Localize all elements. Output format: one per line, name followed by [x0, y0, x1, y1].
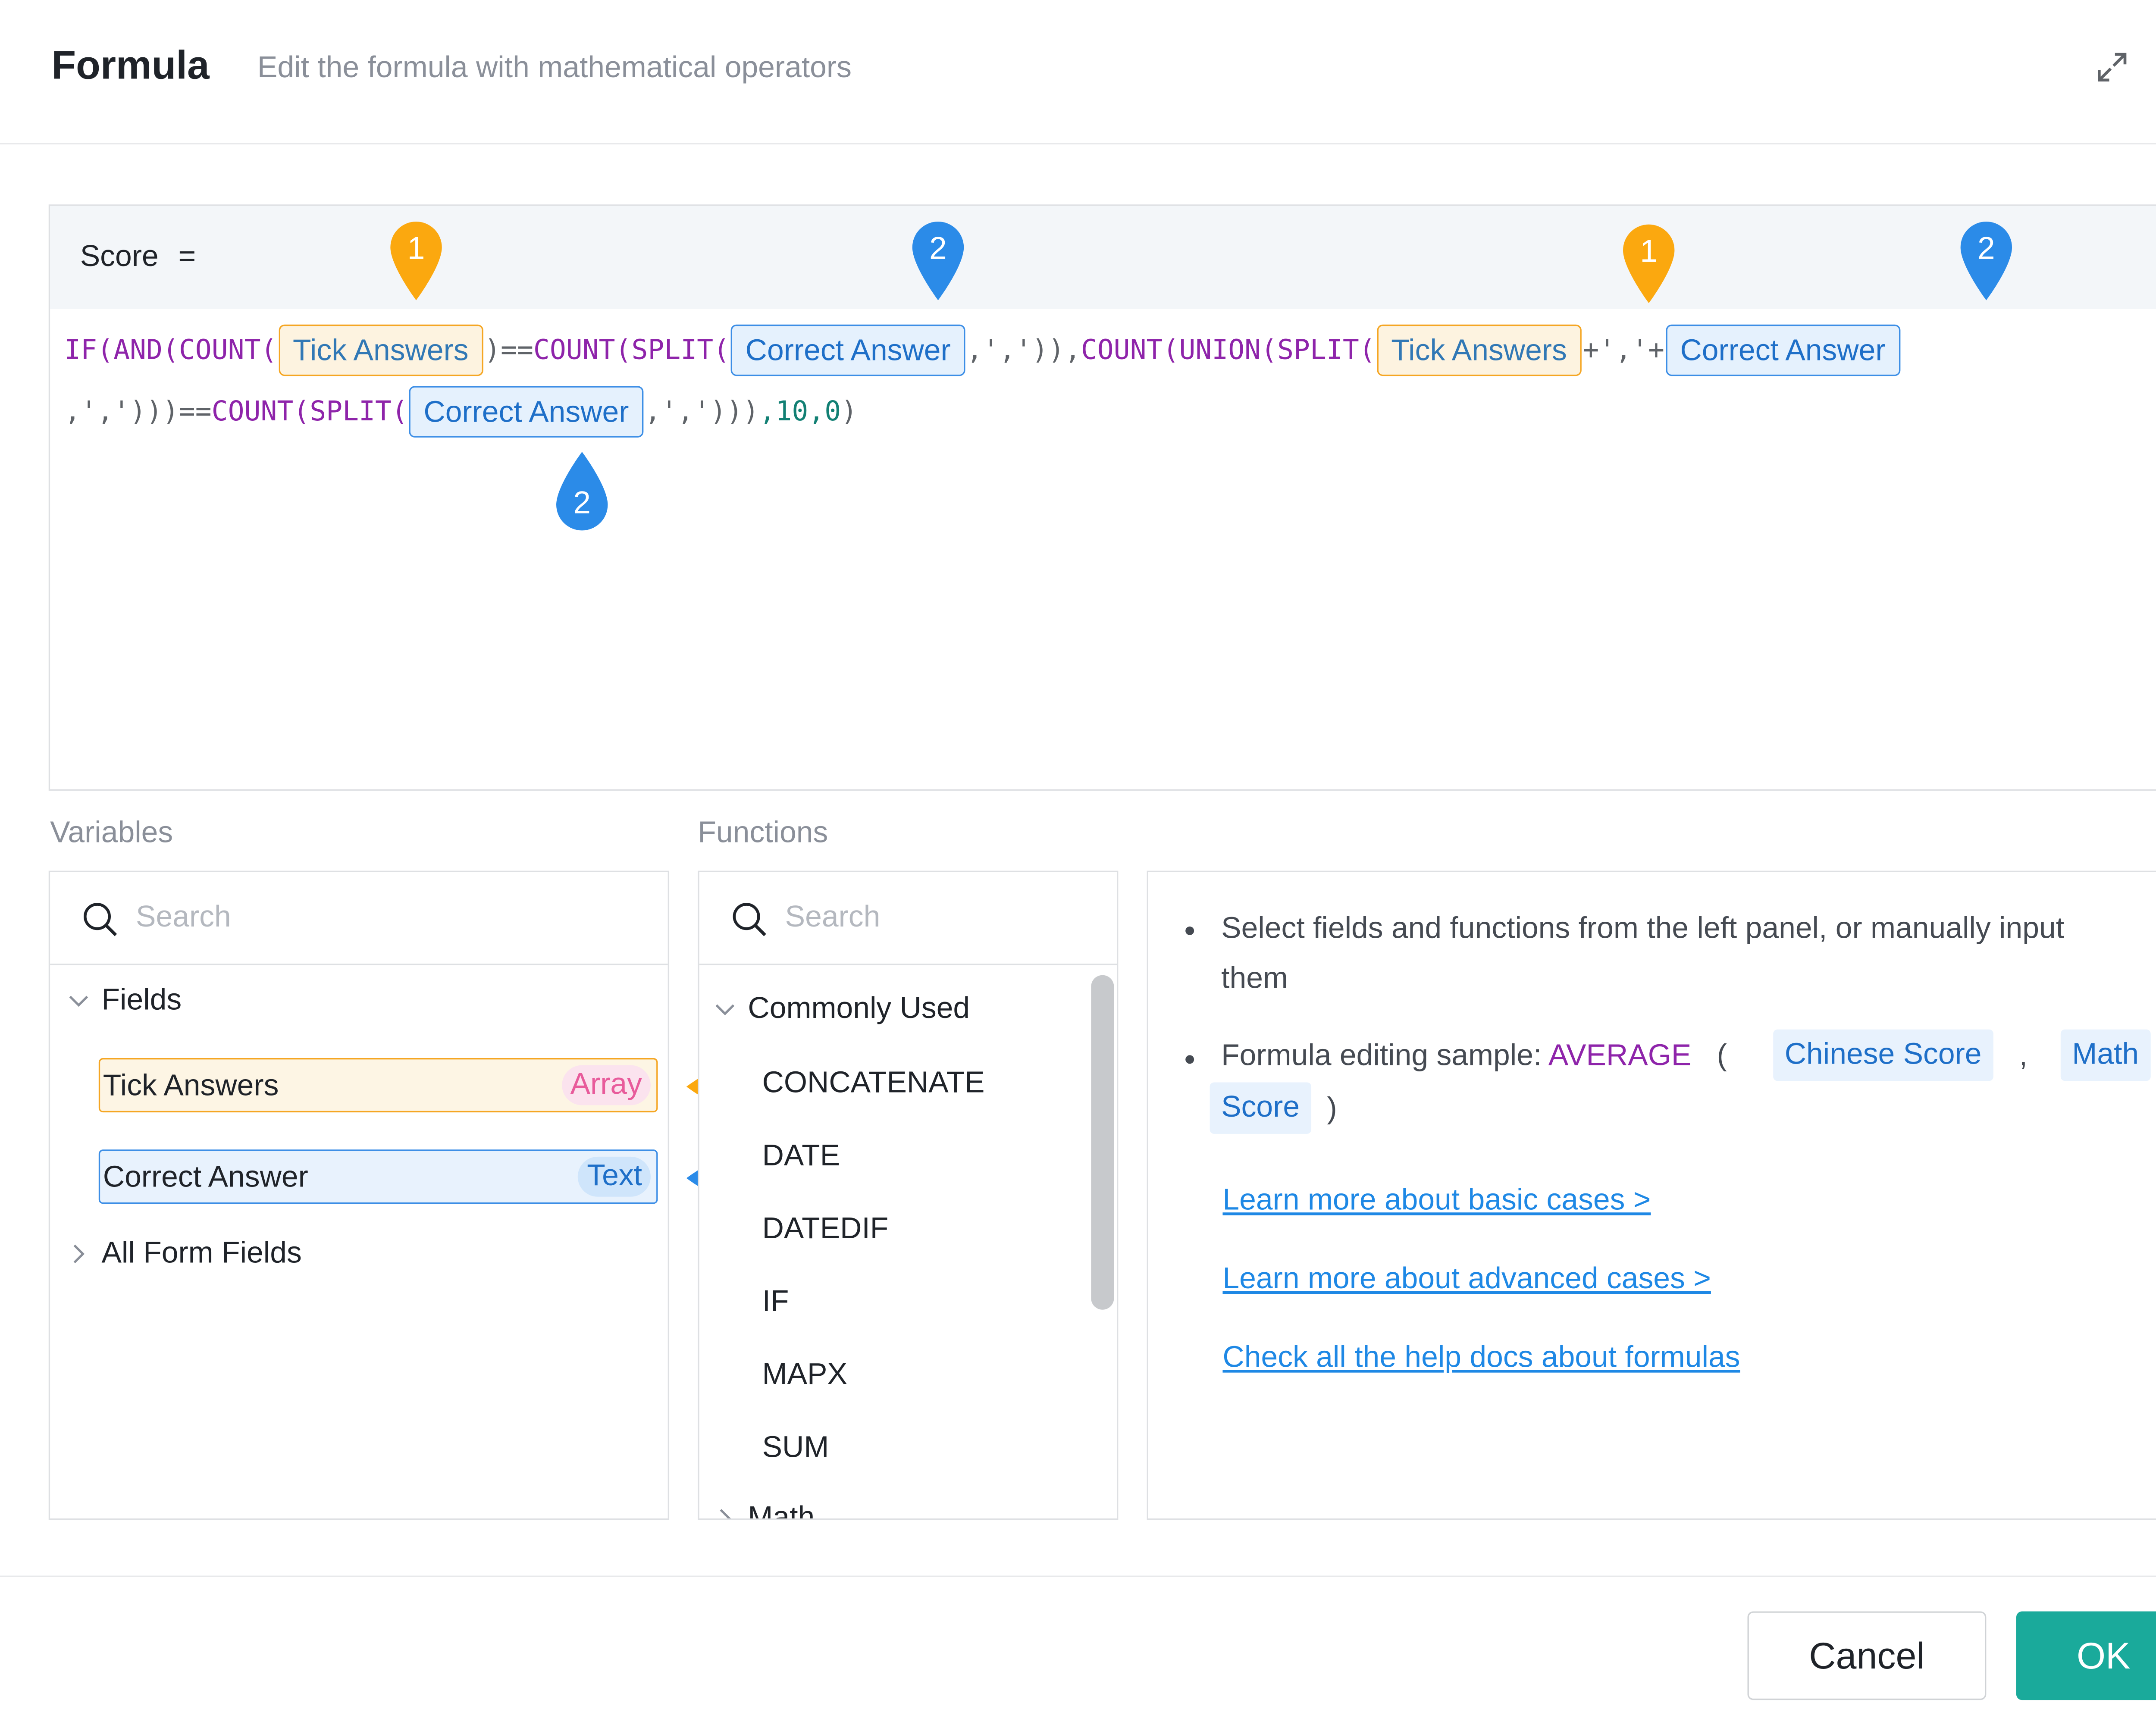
bullet-dot	[1185, 1055, 1194, 1064]
help-instruction-line1: Select fields and functions from the lef…	[1221, 912, 2065, 945]
formula-number: ,10,0	[759, 396, 841, 428]
formula-line-1[interactable]: IF(AND(COUNT(Tick Answers)==COUNT(SPLIT(…	[64, 323, 1901, 377]
expand-icon[interactable]	[2090, 46, 2133, 88]
marker-2-pin-icon: 2	[1958, 219, 2015, 301]
dialog-title: Formula	[51, 43, 210, 88]
header-divider	[0, 143, 2156, 144]
formula-operator: +','+	[1583, 335, 1665, 366]
pin-number: 1	[1640, 233, 1658, 269]
field-label: Score	[80, 240, 159, 273]
cancel-button[interactable]: Cancel	[1747, 1611, 1987, 1700]
variables-search[interactable]: Search	[50, 872, 668, 965]
variable-tick-answers[interactable]: Tick Answers Array	[98, 1058, 658, 1113]
formula-operator: ,',')))==	[64, 396, 212, 428]
variable-correct-answer[interactable]: Correct Answer Text	[98, 1149, 658, 1204]
formula-editor[interactable]: Score = IF(AND(COUNT(Tick Answers)==COUN…	[48, 204, 2156, 791]
help-instruction-line2: them	[1221, 962, 1288, 995]
pin-number: 2	[573, 485, 591, 521]
marker-1-pin-icon: 1	[388, 219, 445, 301]
functions-panel: Search Commonly Used CONCATENATE DATE DA…	[698, 870, 1119, 1520]
sample-chip-chinese-score: Chinese Score	[1773, 1029, 1993, 1081]
formula-function: SPLIT(	[1277, 335, 1376, 366]
sample-close-paren: )	[1327, 1092, 1337, 1125]
marker-2-pin-icon: 2	[553, 451, 611, 533]
math-group-label: Math	[748, 1501, 815, 1520]
sample-function: AVERAGE	[1548, 1039, 1692, 1073]
function-item-if[interactable]: IF	[762, 1285, 789, 1318]
chevron-right-icon	[64, 1240, 93, 1268]
pin-number: 1	[407, 230, 425, 266]
help-sample-line: Formula editing sample: AVERAGE (	[1221, 1039, 1727, 1074]
variables-search-placeholder: Search	[136, 901, 231, 934]
formula-function: COUNT(	[179, 335, 277, 366]
formula-function: IF(	[64, 335, 114, 366]
chevron-down-icon	[711, 995, 739, 1024]
sample-chip-math-part1: Math	[2060, 1029, 2150, 1081]
formula-operator: ,	[1064, 335, 1081, 366]
formula-function: SPLIT(	[631, 335, 730, 366]
variable-type-badge: Text	[578, 1156, 651, 1197]
bullet-dot	[1185, 926, 1194, 935]
sample-open-paren: (	[1717, 1039, 1727, 1073]
link-basic-cases[interactable]: Learn more about basic cases >	[1222, 1183, 1651, 1217]
dialog-subtitle: Edit the formula with mathematical opera…	[257, 51, 852, 85]
function-item-concatenate[interactable]: CONCATENATE	[762, 1066, 985, 1100]
search-icon	[84, 903, 117, 936]
formula-function: SPLIT(	[310, 396, 408, 428]
ok-button[interactable]: OK	[2016, 1611, 2156, 1700]
functions-scrollbar[interactable]	[1091, 975, 1114, 1310]
variable-type-badge: Array	[561, 1065, 651, 1105]
editor-header: Score =	[50, 206, 2156, 309]
pin-number: 2	[1977, 230, 1995, 266]
fields-group-toggle[interactable]: Fields	[64, 984, 182, 1018]
sample-chip-math-part2: Score	[1210, 1082, 1311, 1134]
formula-operator: )	[841, 396, 858, 428]
function-item-datedif[interactable]: DATEDIF	[762, 1212, 889, 1246]
formula-function: COUNT(	[1081, 335, 1179, 366]
all-form-fields-label: All Form Fields	[101, 1237, 302, 1270]
formula-function: AND(	[113, 335, 179, 366]
link-advanced-cases[interactable]: Learn more about advanced cases >	[1222, 1262, 1711, 1296]
formula-function: COUNT(	[211, 396, 310, 428]
formula-line-2[interactable]: ,',')))==COUNT(SPLIT(Correct Answer,',')…	[64, 385, 857, 439]
formula-token-array-field[interactable]: Tick Answers	[1377, 324, 1581, 376]
functions-search[interactable]: Search	[699, 872, 1117, 965]
link-help-docs[interactable]: Check all the help docs about formulas	[1222, 1341, 1740, 1374]
formula-token-text-field[interactable]: Correct Answer	[409, 386, 643, 438]
help-panel: Select fields and functions from the lef…	[1147, 870, 2156, 1520]
functions-label: Functions	[698, 816, 828, 849]
pin-number: 2	[929, 230, 947, 266]
formula-operator: ,',')))	[644, 396, 759, 428]
formula-function: COUNT(	[533, 335, 632, 366]
functions-search-placeholder: Search	[785, 901, 881, 934]
commonly-used-label: Commonly Used	[748, 992, 970, 1025]
variables-label: Variables	[50, 816, 173, 849]
function-item-sum[interactable]: SUM	[762, 1431, 829, 1464]
formula-target-field: Score =	[80, 240, 196, 275]
chevron-down-icon	[64, 986, 93, 1015]
equals-sign: =	[178, 240, 196, 273]
marker-2-pin-icon: 2	[909, 219, 967, 301]
formula-token-text-field[interactable]: Correct Answer	[1666, 324, 1900, 376]
variables-panel: Search Fields Tick Answers Array Correct…	[48, 870, 670, 1520]
formula-function: UNION(	[1179, 335, 1278, 366]
variable-name: Correct Answer	[103, 1161, 308, 1194]
sample-prefix: Formula editing sample:	[1221, 1039, 1548, 1073]
fields-group-label: Fields	[101, 983, 182, 1017]
all-form-fields-toggle[interactable]: All Form Fields	[64, 1237, 302, 1271]
formula-operator: ,','))	[966, 335, 1065, 366]
formula-token-array-field[interactable]: Tick Answers	[278, 324, 483, 376]
math-group-toggle[interactable]: Math	[711, 1501, 815, 1520]
sample-comma: ,	[2019, 1039, 2028, 1073]
marker-1-pin-icon: 1	[1620, 222, 1677, 304]
variable-name: Tick Answers	[103, 1069, 279, 1102]
search-icon	[733, 903, 766, 936]
function-item-date[interactable]: DATE	[762, 1139, 840, 1173]
commonly-used-toggle[interactable]: Commonly Used	[711, 992, 970, 1027]
chevron-right-icon	[711, 1504, 739, 1518]
function-item-mapx[interactable]: MAPX	[762, 1358, 847, 1391]
formula-operator: )==	[484, 335, 533, 366]
formula-token-text-field[interactable]: Correct Answer	[731, 324, 965, 376]
footer-divider	[0, 1575, 2156, 1577]
